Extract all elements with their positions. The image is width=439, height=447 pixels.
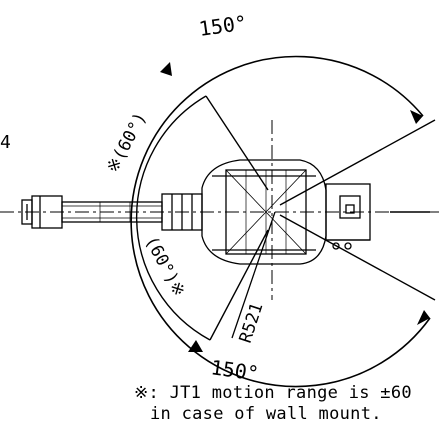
label-angle-bottom: 150° <box>209 355 260 385</box>
motion-range-arc-outer <box>130 55 431 388</box>
label-angle-upper-inner: ※(60°) <box>103 109 151 176</box>
label-angle-top: 150° <box>197 10 248 40</box>
range-line-lower-right <box>279 214 436 301</box>
label-angle-lower-inner: (60°)※ <box>141 233 189 300</box>
label-radius: R521 <box>236 300 268 345</box>
range-line-upper-left <box>205 95 269 191</box>
motion-range-arc-inner <box>135 95 211 341</box>
range-line-lower-left <box>209 229 269 341</box>
label-edge-digit: 4 <box>0 132 11 153</box>
arrow-head <box>160 62 172 76</box>
note-line-2: in case of wall mount. <box>150 404 382 424</box>
arrow-head <box>410 110 423 124</box>
arrow-head <box>417 310 430 325</box>
range-line-upper-right <box>279 119 436 206</box>
radius-leader <box>231 211 276 339</box>
note-line-1: ※: JT1 motion range is ±60 <box>134 383 412 403</box>
robot-arm <box>21 159 371 265</box>
arrow-head <box>188 340 203 352</box>
